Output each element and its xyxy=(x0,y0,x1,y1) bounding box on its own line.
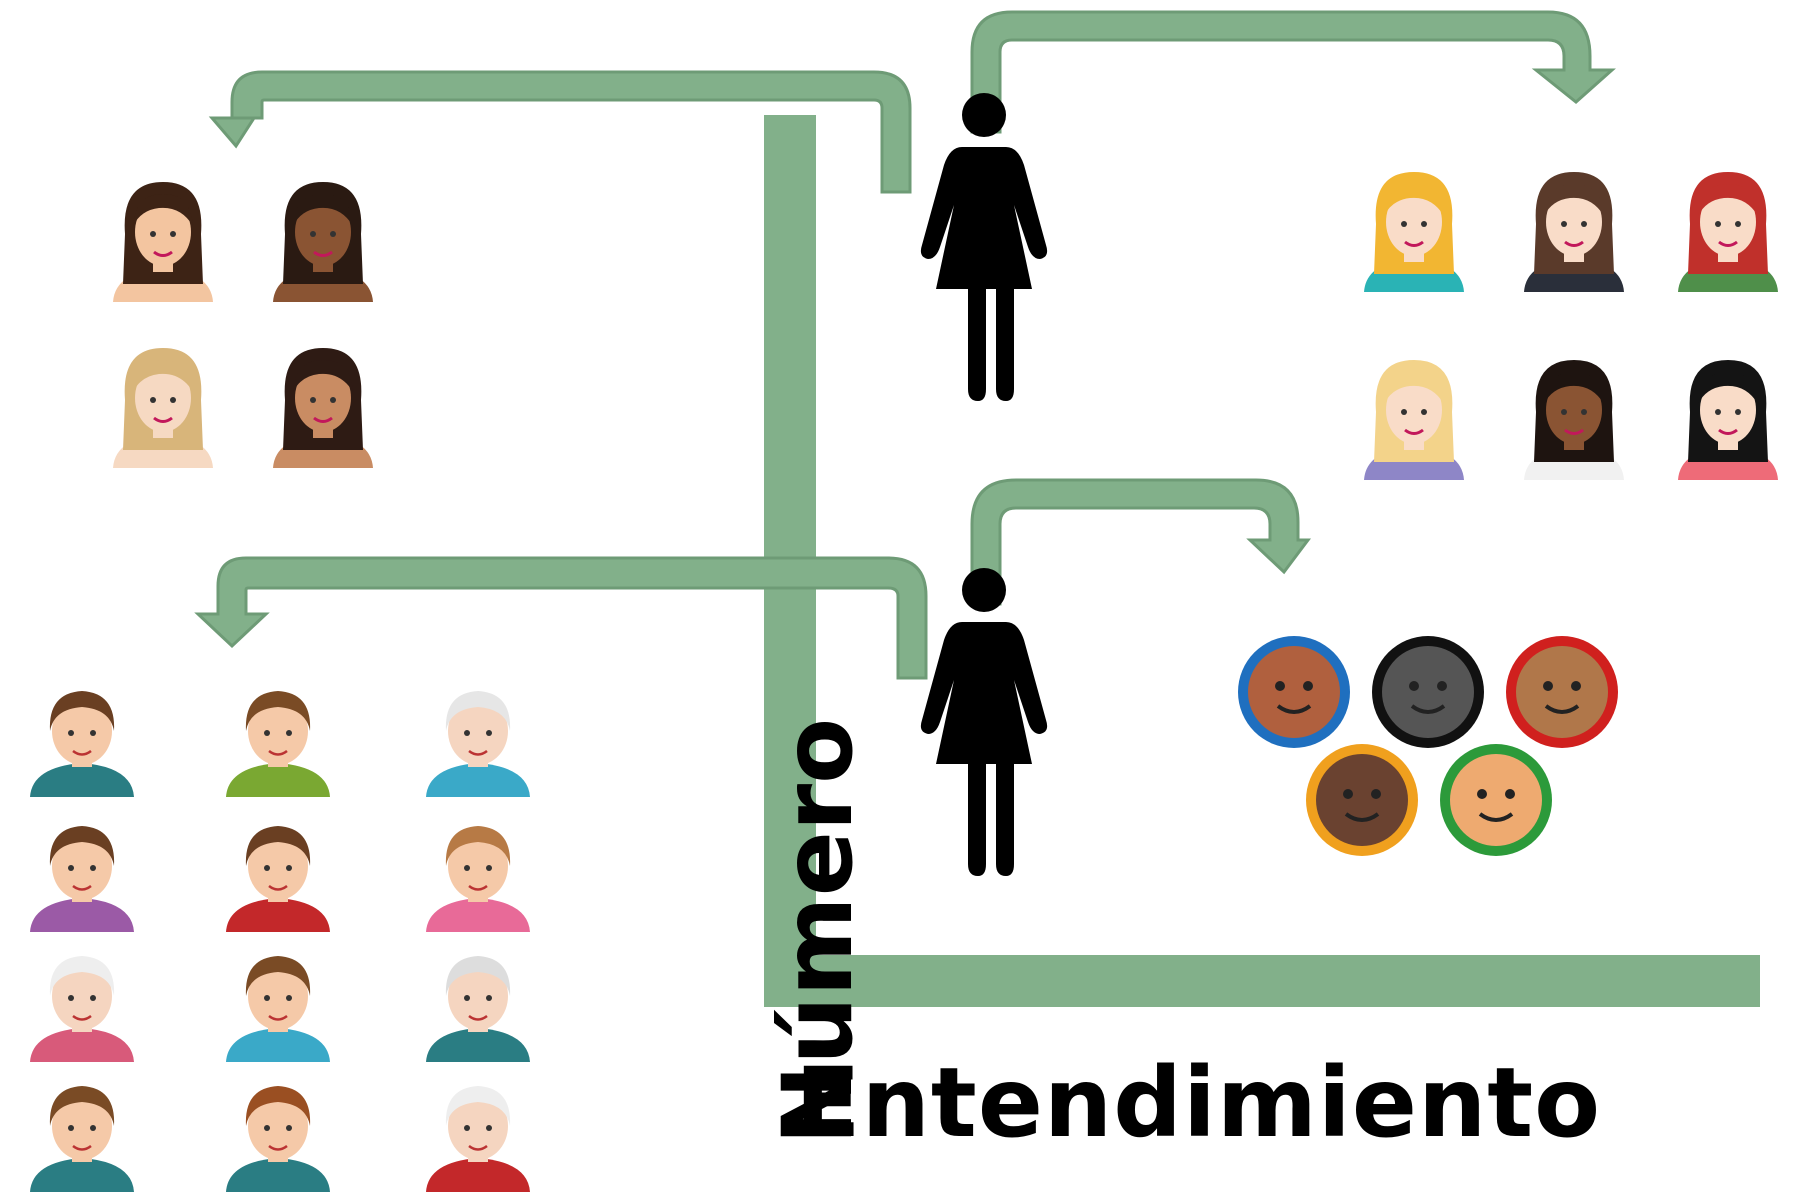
arrows xyxy=(194,10,1616,680)
group-diverse-lower-left xyxy=(28,689,532,1192)
arrow-lower-right xyxy=(970,478,1311,606)
group-women-upper-right xyxy=(1362,170,1780,482)
woman-figure-upper xyxy=(920,93,1048,401)
group-emoji-lower-right xyxy=(1236,634,1620,858)
group-women-upper-left xyxy=(111,180,375,470)
x-axis-bar xyxy=(764,955,1760,1007)
woman-figure-lower xyxy=(920,568,1048,876)
x-axis-label: Entendimiento xyxy=(795,1047,1602,1159)
arrow-upper-left xyxy=(208,70,912,194)
y-axis-label: Número xyxy=(762,717,874,1145)
arrow-upper-right xyxy=(970,10,1616,134)
arrow-lower-left xyxy=(194,556,928,680)
